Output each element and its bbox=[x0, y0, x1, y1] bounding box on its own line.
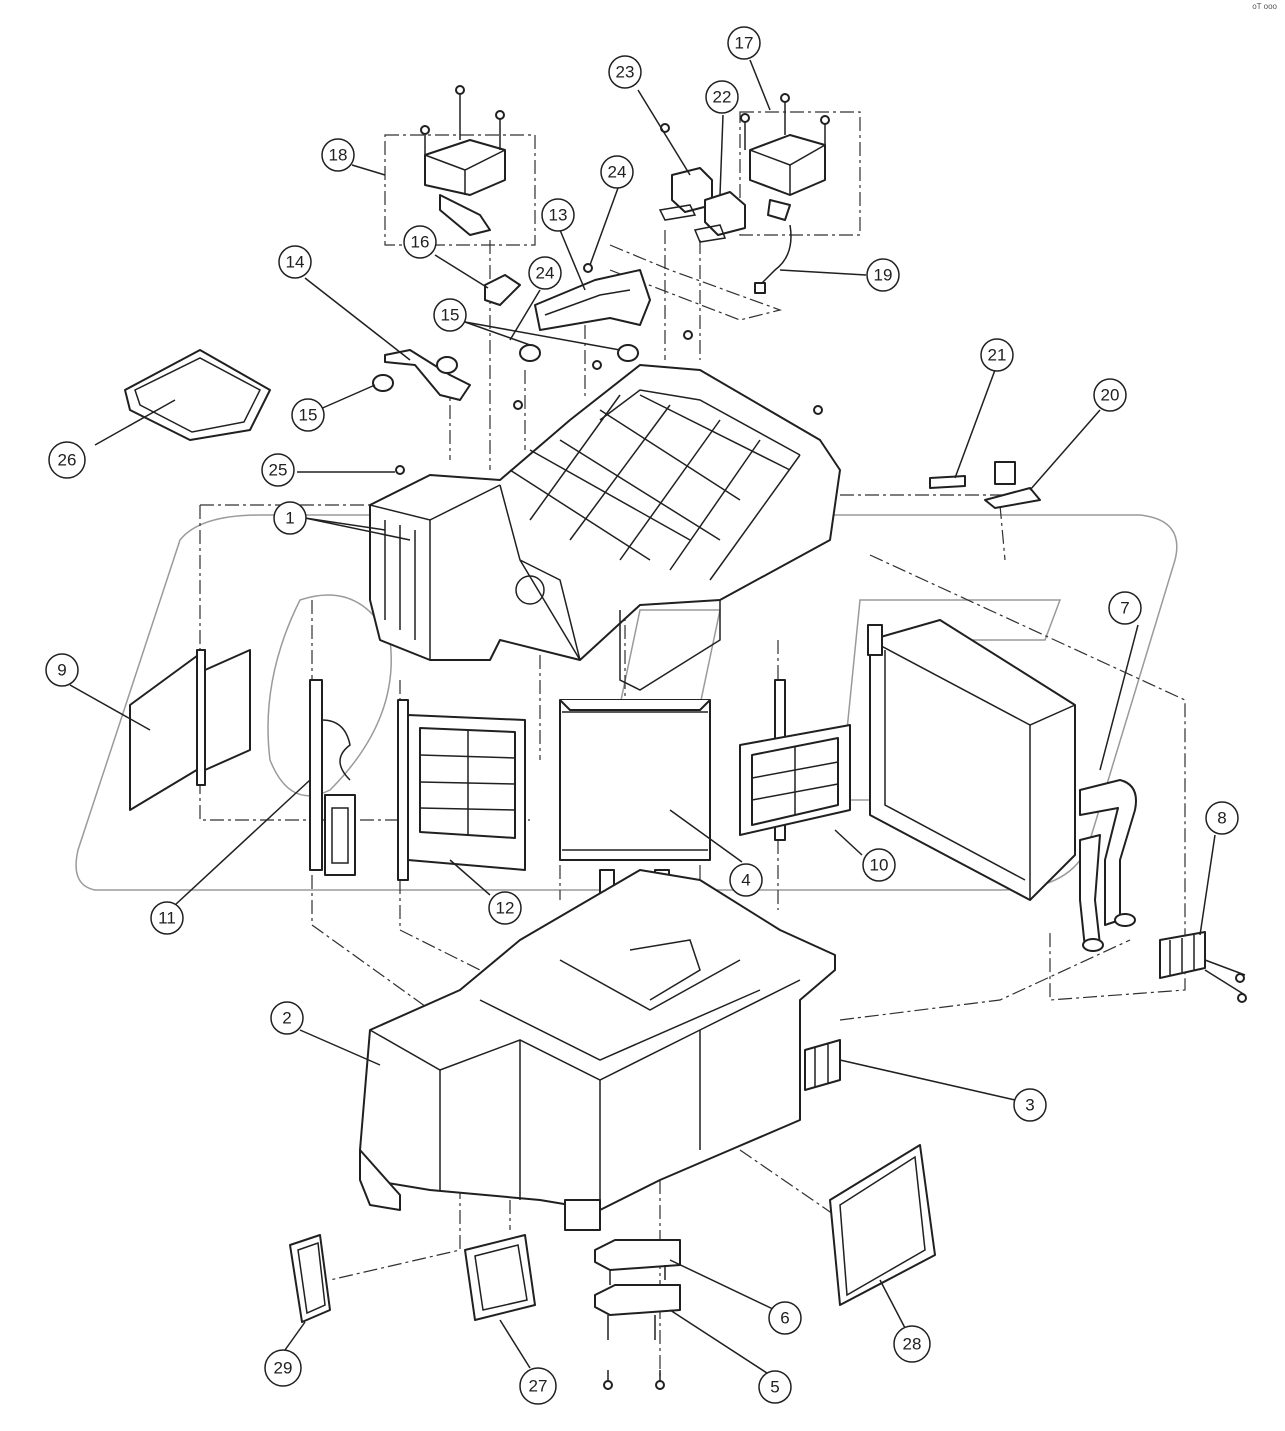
svg-text:17: 17 bbox=[735, 34, 754, 53]
upper-case bbox=[369, 364, 841, 691]
callout-22: 22 bbox=[705, 80, 739, 114]
svg-text:7: 7 bbox=[1120, 599, 1129, 618]
svg-text:14: 14 bbox=[286, 253, 305, 272]
seal-27 bbox=[464, 1234, 536, 1321]
callout-9: 9 bbox=[45, 653, 79, 687]
callout-13: 13 bbox=[541, 198, 575, 232]
svg-text:28: 28 bbox=[903, 1335, 922, 1354]
sensor-20 bbox=[984, 461, 1041, 509]
wire-harness-19 bbox=[754, 224, 792, 294]
block-3 bbox=[804, 1039, 841, 1091]
svg-text:3: 3 bbox=[1025, 1096, 1034, 1115]
callout-29: 29 bbox=[264, 1349, 302, 1387]
callout-3: 3 bbox=[1013, 1088, 1047, 1122]
callout-8: 8 bbox=[1205, 801, 1239, 835]
door-10 bbox=[739, 679, 851, 841]
callout-leaders bbox=[69, 59, 1216, 1376]
callout-17: 17 bbox=[727, 26, 761, 60]
svg-text:16: 16 bbox=[411, 233, 430, 252]
callout-5: 5 bbox=[758, 1370, 792, 1404]
door-11 bbox=[309, 679, 356, 876]
callout-14: 14 bbox=[278, 245, 312, 279]
svg-text:5: 5 bbox=[770, 1378, 779, 1397]
callout-25: 25 bbox=[261, 453, 295, 487]
callout-28: 28 bbox=[893, 1325, 931, 1363]
svg-text:6: 6 bbox=[780, 1309, 789, 1328]
lower-case bbox=[359, 869, 836, 1231]
svg-text:18: 18 bbox=[329, 146, 348, 165]
callout-15-left: 15 bbox=[291, 398, 325, 432]
callout-7: 7 bbox=[1108, 591, 1142, 625]
sensor-21 bbox=[929, 475, 966, 489]
clamp-6 bbox=[594, 1239, 681, 1285]
callouts: 1 2 3 4 5 6 7 8 9 10 11 12 13 14 15 15 1… bbox=[45, 26, 1239, 1405]
callout-18: 18 bbox=[321, 138, 355, 172]
clip-15 bbox=[372, 344, 639, 392]
clamp-5 bbox=[594, 1284, 681, 1390]
actuator-18 bbox=[424, 90, 506, 236]
callout-11: 11 bbox=[150, 901, 184, 935]
svg-text:9: 9 bbox=[57, 661, 66, 680]
svg-text:4: 4 bbox=[741, 871, 750, 890]
svg-text:8: 8 bbox=[1217, 809, 1226, 828]
svg-text:24: 24 bbox=[536, 264, 555, 283]
svg-text:21: 21 bbox=[988, 346, 1007, 365]
callout-15-top: 15 bbox=[433, 298, 467, 332]
svg-text:11: 11 bbox=[158, 909, 176, 928]
svg-text:2: 2 bbox=[282, 1009, 291, 1028]
svg-text:15: 15 bbox=[441, 306, 460, 325]
screws bbox=[395, 85, 1247, 1390]
callout-19: 19 bbox=[866, 258, 900, 292]
corner-code: oT ooo bbox=[1252, 2, 1277, 11]
callout-27: 27 bbox=[519, 1367, 557, 1405]
callout-20: 20 bbox=[1093, 378, 1127, 412]
callout-24-mid: 24 bbox=[528, 256, 562, 290]
door-9 bbox=[129, 649, 251, 811]
svg-text:13: 13 bbox=[549, 206, 568, 225]
block-8 bbox=[1159, 931, 1246, 996]
callout-6: 6 bbox=[768, 1301, 802, 1335]
svg-text:22: 22 bbox=[713, 88, 732, 107]
svg-text:10: 10 bbox=[870, 856, 889, 875]
seal-26 bbox=[124, 349, 271, 441]
callout-16: 16 bbox=[403, 225, 437, 259]
svg-text:27: 27 bbox=[529, 1377, 548, 1396]
actuator-motor-22 bbox=[693, 191, 746, 243]
callout-10: 10 bbox=[862, 848, 896, 882]
svg-text:24: 24 bbox=[608, 163, 627, 182]
svg-text:12: 12 bbox=[496, 899, 515, 918]
svg-text:23: 23 bbox=[616, 63, 635, 82]
svg-text:1: 1 bbox=[285, 509, 294, 528]
callout-23: 23 bbox=[608, 55, 642, 89]
svg-text:15: 15 bbox=[299, 406, 318, 425]
seal-29 bbox=[289, 1234, 331, 1323]
link-lever-13 bbox=[534, 269, 651, 331]
callout-21: 21 bbox=[980, 338, 1014, 372]
door-12 bbox=[397, 699, 526, 881]
callout-4: 4 bbox=[729, 863, 763, 897]
lever-14 bbox=[384, 349, 471, 401]
svg-text:20: 20 bbox=[1101, 386, 1120, 405]
svg-text:19: 19 bbox=[874, 266, 893, 285]
actuator-17 bbox=[744, 98, 826, 221]
callout-24-top: 24 bbox=[600, 155, 634, 189]
callout-2: 2 bbox=[270, 1001, 304, 1035]
callout-12: 12 bbox=[488, 891, 522, 925]
svg-text:29: 29 bbox=[274, 1359, 293, 1378]
seal-28 bbox=[829, 1144, 936, 1306]
svg-text:26: 26 bbox=[58, 451, 77, 470]
evaporator-7 bbox=[867, 619, 1137, 952]
callout-1: 1 bbox=[273, 501, 307, 535]
lever-16 bbox=[484, 274, 521, 306]
callout-26: 26 bbox=[48, 441, 86, 479]
svg-text:25: 25 bbox=[269, 461, 288, 480]
